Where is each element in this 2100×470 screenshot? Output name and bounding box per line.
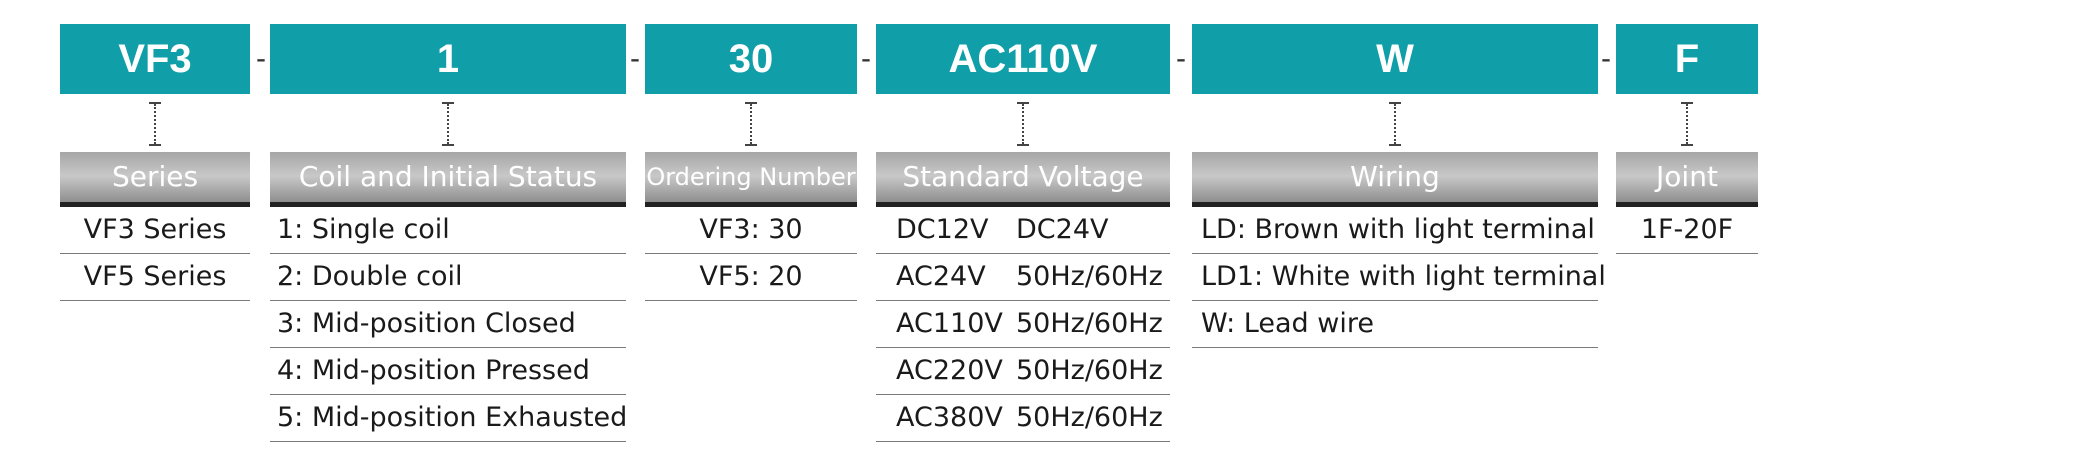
table-row: 2: Double coil [270,254,626,301]
code-ordering-number: 30 [645,24,857,94]
header-ordering-number: Ordering Number [645,152,857,207]
frequency-value: 50Hz/60Hz [1016,308,1163,339]
code-wiring: W [1192,24,1598,94]
table-row: DC12V DC24V [876,207,1170,254]
column-wiring: W Wiring LD: Brown with light terminal L… [1192,24,1606,348]
table-row: VF5 Series [60,254,250,301]
table-row: 5: Mid-position Exhausted [270,395,627,442]
table-row: AC24V 50Hz/60Hz [876,254,1170,301]
separator: - [630,42,640,75]
table-row: LD: Brown with light terminal [1192,207,1598,254]
table-row: 3: Mid-position Closed [270,301,626,348]
frequency-value: 50Hz/60Hz [1016,402,1163,433]
table-row: AC380V 50Hz/60Hz [876,395,1170,442]
connector [1616,94,1758,152]
connector [1192,94,1598,152]
voltage-value: AC24V [896,261,986,292]
column-joint: F Joint 1F-20F [1616,24,1758,254]
code-coil-status: 1 [270,24,626,94]
connector [270,94,626,152]
separator: - [256,42,266,75]
header-coil-status: Coil and Initial Status [270,152,626,207]
code-standard-voltage: AC110V [876,24,1170,94]
voltage-value: AC380V [896,402,1003,433]
table-row: W: Lead wire [1192,301,1598,348]
frequency-value: 50Hz/60Hz [1016,355,1163,386]
table-row: 1: Single coil [270,207,626,254]
separator: - [861,42,871,75]
table-row: AC110V 50Hz/60Hz [876,301,1170,348]
header-wiring: Wiring [1192,152,1598,207]
voltage-value: DC12V [896,214,989,245]
header-joint: Joint [1616,152,1758,207]
frequency-value: DC24V [1016,214,1109,245]
table-row: VF3: 30 [645,207,857,254]
column-standard-voltage: AC110V Standard Voltage DC12V DC24V AC24… [876,24,1170,442]
voltage-value: AC110V [896,308,1003,339]
connector [645,94,857,152]
column-coil-status: 1 Coil and Initial Status 1: Single coil… [270,24,627,442]
table-row: 4: Mid-position Pressed [270,348,626,395]
connector [876,94,1170,152]
separator: - [1601,42,1611,75]
code-joint: F [1616,24,1758,94]
separator: - [1176,42,1186,75]
table-row: 1F-20F [1616,207,1758,254]
table-row: VF3 Series [60,207,250,254]
table-row: VF5: 20 [645,254,857,301]
table-row: LD1: White with light terminal [1192,254,1606,301]
column-ordering-number: 30 Ordering Number VF3: 30 VF5: 20 [645,24,857,301]
frequency-value: 50Hz/60Hz [1016,261,1163,292]
connector [60,94,250,152]
header-series: Series [60,152,250,207]
table-row: AC220V 50Hz/60Hz [876,348,1170,395]
voltage-value: AC220V [896,355,1003,386]
header-standard-voltage: Standard Voltage [876,152,1170,207]
code-series: VF3 [60,24,250,94]
column-series: VF3 Series VF3 Series VF5 Series [60,24,250,301]
